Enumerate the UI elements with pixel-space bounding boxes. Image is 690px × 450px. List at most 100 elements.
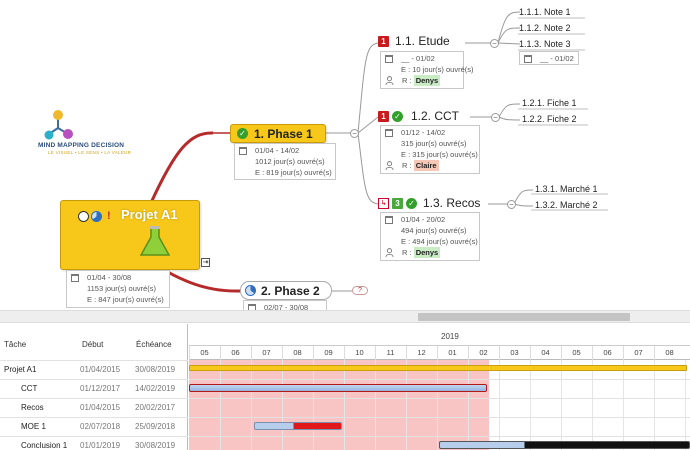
leaf-marche-1[interactable]: 1.3.1. Marché 1 [535, 184, 598, 194]
user-icon [385, 76, 394, 85]
node-recos[interactable]: ↳ 3 ✓ 1.3. Recos [378, 196, 480, 210]
root-estimate: E : 847 jour(s) ouvré(s) [87, 295, 164, 304]
task-bar-moe-1[interactable] [254, 422, 342, 430]
month-label: 11 [375, 346, 405, 360]
calendar-icon [239, 146, 247, 155]
calendar-icon [524, 54, 532, 63]
done-check-icon: ✓ [406, 197, 417, 209]
task-start: 01/01/2019 [80, 441, 121, 450]
node-phase-1[interactable]: ✓ 1. Phase 1 [230, 124, 326, 143]
phase2-note-badge[interactable]: ? [352, 286, 368, 295]
mind-map-canvas[interactable]: MIND MAPPING DECISION LE VISUEL • LE SEN… [0, 0, 690, 310]
task-bar-conclusion-1[interactable] [439, 441, 690, 449]
month-label: 06 [220, 346, 250, 360]
column-header-start[interactable]: Début [82, 340, 104, 349]
node-etude[interactable]: 1 1.1. Etude [378, 34, 450, 48]
phase1-collapse-button[interactable]: − [350, 129, 359, 138]
leaf-fiche-1[interactable]: 1.2.1. Fiche 1 [522, 98, 577, 108]
cct-collapse-button[interactable]: − [491, 113, 500, 122]
summary-bar-projet-a1[interactable] [189, 365, 687, 371]
month-label: 08 [654, 346, 684, 360]
task-start: 01/04/2015 [80, 403, 121, 412]
calendar-icon [385, 54, 393, 63]
month-label: 07 [623, 346, 653, 360]
table-row[interactable]: MOE 1 02/07/2018 25/09/2018 [0, 417, 188, 436]
recos-collapse-button[interactable]: − [507, 200, 516, 209]
month-label: 10 [344, 346, 374, 360]
month-label: 12 [406, 346, 436, 360]
etude-title: 1.1. Etude [395, 34, 450, 48]
node-phase-2[interactable]: 2. Phase 2 [240, 281, 332, 300]
done-check-icon: ✓ [237, 128, 248, 139]
task-name: Projet A1 [4, 365, 37, 374]
task-start: 02/07/2018 [80, 422, 121, 431]
root-info-box: 01/04 - 30/08 1153 jour(s) ouvré(s) E : … [66, 270, 170, 308]
company-logo: MIND MAPPING DECISION LE VISUEL • LE SEN… [38, 108, 148, 156]
table-row[interactable]: Projet A1 01/04/2015 30/08/2019 [0, 360, 188, 379]
cct-info-box: 01/12 - 14/02 315 jour(s) ouvré(s) E : 3… [380, 125, 480, 174]
logo-network-icon [44, 110, 73, 140]
task-end: 20/02/2017 [135, 403, 176, 412]
root-workload: 1153 jour(s) ouvré(s) [87, 284, 157, 293]
root-node-projet-a1[interactable]: ! Projet A1 [60, 200, 200, 270]
month-label: 08 [282, 346, 312, 360]
phase1-workload: 1012 jour(s) ouvré(s) [255, 157, 325, 166]
gantt-timeline[interactable]: 2019 05 06 07 08 09 10 11 12 01 02 03 04… [189, 324, 690, 450]
timeline-body[interactable] [189, 360, 690, 450]
progress-pie-icon [245, 285, 256, 296]
leaf-fiche-2[interactable]: 1.2.2. Fiche 2 [522, 114, 577, 124]
horizontal-scrollbar[interactable] [0, 310, 690, 323]
task-name: MOE 1 [21, 422, 46, 431]
phase2-info-box: 02/07 - 30/08 [243, 300, 327, 310]
table-row[interactable]: Recos 01/04/2015 20/02/2017 [0, 398, 188, 417]
task-end: 25/09/2018 [135, 422, 176, 431]
cct-estimate: E : 315 jour(s) ouvré(s) [401, 150, 478, 159]
column-header-end[interactable]: Échéance [136, 340, 172, 349]
table-row[interactable]: CCT 01/12/2017 14/02/2019 [0, 379, 188, 398]
phase2-dates: 02/07 - 30/08 [264, 303, 309, 310]
user-icon [385, 248, 394, 257]
note3-info-box: __ - 01/02 [519, 51, 579, 65]
note3-dates: __ - 01/02 [540, 54, 574, 63]
task-start: 01/04/2015 [80, 365, 121, 374]
clock-icon [78, 211, 89, 222]
month-label: 05 [189, 346, 219, 360]
recos-title: 1.3. Recos [423, 196, 481, 210]
timeline-year: 2019 [441, 332, 459, 341]
priority-badge: 1 [378, 110, 389, 122]
node-cct[interactable]: 1 ✓ 1.2. CCT [378, 109, 459, 123]
priority-badge: 1 [378, 35, 389, 47]
leaf-marche-2[interactable]: 1.3.2. Marché 2 [535, 200, 598, 210]
month-label: 06 [592, 346, 622, 360]
recos-info-box: 01/04 - 20/02 494 jour(s) ouvré(s) E : 4… [380, 212, 480, 261]
cct-resource: Claire [413, 160, 439, 171]
task-name: CCT [21, 384, 38, 393]
leaf-note-3[interactable]: 1.1.3. Note 3 [519, 39, 571, 49]
task-name: Recos [21, 403, 44, 412]
root-link-icon[interactable]: ⇥ [201, 258, 210, 267]
phase1-estimate: E : 819 jour(s) ouvré(s) [255, 168, 332, 177]
flag-arrow-icon: ↳ [378, 197, 389, 209]
phase1-dates: 01/04 - 14/02 [255, 146, 300, 155]
phase1-title: 1. Phase 1 [254, 126, 313, 141]
task-bar-cct[interactable] [189, 384, 487, 392]
user-icon [385, 161, 394, 170]
leaf-note-2[interactable]: 1.1.2. Note 2 [519, 23, 571, 33]
priority-badge: 3 [392, 197, 403, 209]
done-check-icon: ✓ [392, 110, 403, 122]
month-label: 01 [437, 346, 467, 360]
selected-period-highlight [189, 360, 489, 450]
recos-workload: 494 jour(s) ouvré(s) [401, 226, 467, 235]
etude-collapse-button[interactable]: − [490, 39, 499, 48]
flask-icon [139, 226, 171, 256]
gantt-panel: Tâche Début Échéance Projet A1 01/04/201… [0, 324, 690, 450]
scrollbar-thumb[interactable] [418, 313, 630, 321]
warning-icon: ! [107, 210, 111, 222]
table-row[interactable]: Conclusion 1 01/01/2019 30/08/2019 [0, 436, 188, 450]
leaf-note-1[interactable]: 1.1.1. Note 1 [519, 7, 571, 17]
month-label: 07 [251, 346, 281, 360]
cct-title: 1.2. CCT [411, 109, 460, 123]
root-title: Projet A1 [121, 207, 178, 222]
timeline-year-row: 2019 [189, 324, 690, 346]
column-header-task[interactable]: Tâche [4, 340, 27, 349]
